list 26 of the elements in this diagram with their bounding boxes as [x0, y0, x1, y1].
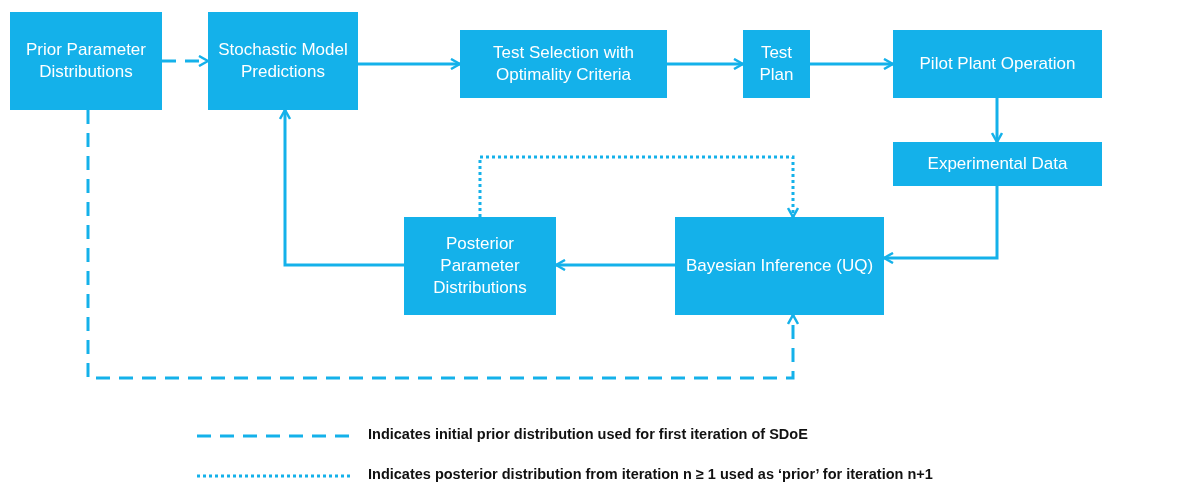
box-label: Posterior Parameter Distributions: [432, 233, 528, 299]
arrow: [162, 54, 210, 68]
process-box: [893, 30, 1102, 98]
box-label: Test Selection with Optimality Criteria: [492, 42, 635, 86]
process-box: [208, 12, 358, 110]
process-box: [675, 217, 884, 315]
box-label: Experimental Data: [927, 153, 1068, 175]
arrow: [667, 57, 745, 71]
arrow: [278, 108, 404, 267]
arrow: [478, 155, 800, 219]
process-box: [460, 30, 667, 98]
box-label: Bayesian Inference (UQ): [685, 255, 874, 277]
legend-label: Indicates initial prior distribution used for first iteration of SDoE: [368, 426, 808, 442]
arrow: [810, 57, 895, 71]
process-box: [743, 30, 810, 98]
box-label: Pilot Plant Operation: [919, 53, 1076, 75]
box-label: Prior Parameter Distributions: [25, 39, 147, 83]
box-label: Test Plan: [758, 42, 795, 86]
arrow: [86, 110, 800, 380]
process-box: [404, 217, 556, 315]
process-box: [10, 12, 162, 110]
arrow: [358, 57, 462, 71]
legend-label: Indicates posterior distribution from iteration n ≥ 1 used as ‘prior’ for iteration n+1: [368, 466, 933, 482]
process-box: [893, 142, 1102, 186]
arrow: [990, 98, 1004, 144]
box-label: Stochastic Model Predictions: [217, 39, 349, 83]
